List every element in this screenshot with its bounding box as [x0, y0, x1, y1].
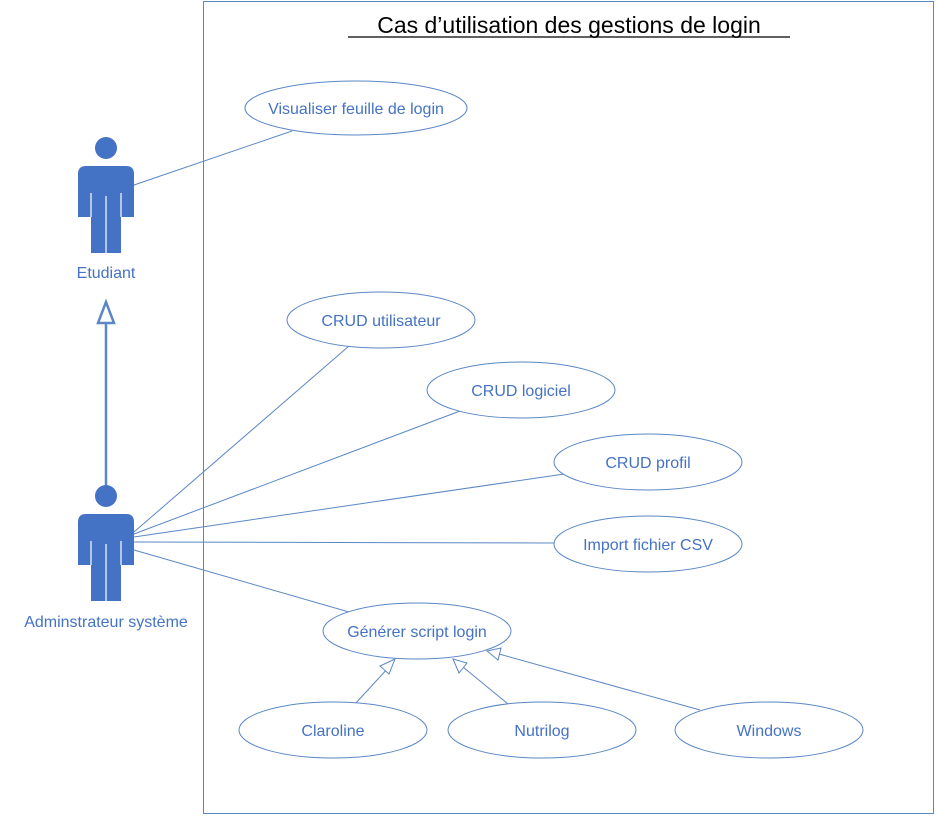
use-case-windows: Windows — [674, 701, 864, 759]
use-case-crud-profile-label: CRUD profil — [605, 455, 690, 472]
assoc-admin-crud-user — [133, 345, 350, 533]
use-case-crud-user-label: CRUD utilisateur — [321, 313, 441, 330]
use-case-claroline-label: Claroline — [301, 723, 364, 740]
associations — [133, 130, 565, 613]
actor-student-head — [95, 137, 117, 159]
generalization-arrowhead — [96, 298, 116, 325]
assoc-admin-crud-profile — [133, 473, 565, 538]
use-case-import-csv-label: Import fichier CSV — [583, 537, 713, 554]
use-case-generate-script-label: Générer script login — [347, 624, 487, 641]
use-case-nutrilog: Nutrilog — [447, 701, 637, 759]
actor-admin — [78, 485, 134, 601]
use-case-crud-software: CRUD logiciel — [426, 361, 616, 419]
assoc-admin-generate-script — [133, 549, 350, 613]
gen-nutrilog-line — [462, 666, 509, 705]
use-case-nutrilog-label: Nutrilog — [514, 723, 569, 740]
use-case-claroline: Claroline — [238, 701, 428, 759]
generalizations-scripts — [354, 647, 701, 711]
generalization-admin-student — [96, 298, 116, 486]
use-case-crud-profile: CRUD profil — [553, 433, 743, 491]
actor-admin-label: Adminstrateur système — [24, 614, 188, 631]
use-case-view-login-sheet-label: Visualiser feuille de login — [268, 101, 444, 118]
actor-student — [78, 137, 134, 253]
diagram-title: Cas d’utilisation des gestions de login — [377, 12, 761, 38]
gen-claroline-arrowhead — [379, 658, 396, 675]
actor-student-label: Etudiant — [77, 265, 136, 282]
use-case-crud-software-label: CRUD logiciel — [471, 383, 571, 400]
use-case-windows-label: Windows — [737, 723, 802, 740]
assoc-admin-import-csv — [133, 541, 555, 544]
assoc-admin-crud-software — [133, 410, 461, 535]
gen-nutrilog-arrowhead — [452, 658, 468, 674]
actor-admin-head — [95, 485, 117, 507]
assoc-student-view-login — [133, 130, 293, 186]
gen-windows-arrowhead — [485, 647, 502, 661]
use-case-crud-user: CRUD utilisateur — [286, 291, 476, 349]
gen-windows-line — [498, 653, 701, 711]
use-case-generate-script: Générer script login — [322, 602, 512, 660]
gen-claroline-line — [354, 666, 390, 705]
use-case-import-csv: Import fichier CSV — [553, 515, 743, 573]
use-case-view-login-sheet: Visualiser feuille de login — [244, 80, 468, 136]
system-boundary — [203, 1, 934, 814]
